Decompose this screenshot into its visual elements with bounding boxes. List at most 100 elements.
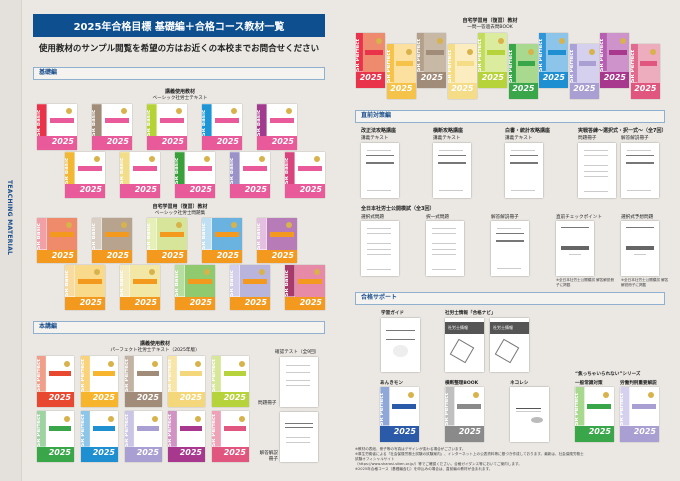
cover-spine-logo: SR Perfect xyxy=(125,411,134,447)
test-problem-doc xyxy=(280,357,318,407)
cover-year-band: 2025 xyxy=(285,184,325,198)
guide-doc xyxy=(381,318,420,372)
cover-year-band: 2025 xyxy=(147,249,187,263)
cover-seal-icon xyxy=(121,108,128,115)
page-subtitle: 使用教材のサンプル閲覧を希望の方はお近くの本校までお問合せください xyxy=(38,44,320,54)
cover-spine-logo: SR Perfect xyxy=(386,44,394,83)
cover-seal-icon xyxy=(314,156,321,163)
cover-year-band: 2025 xyxy=(508,82,538,99)
cover-subject-tag xyxy=(587,403,611,409)
cover-subject-tag xyxy=(48,426,72,432)
cover-year-band: 2025 xyxy=(620,425,659,442)
section-support: 合格サポート xyxy=(355,292,665,305)
cover-seal-icon xyxy=(473,391,480,398)
cover-subject-tag xyxy=(395,60,414,66)
cover-seal-icon xyxy=(63,415,70,422)
cover-year-band: 2025 xyxy=(356,71,385,88)
cover-year-band: 2025 xyxy=(65,296,105,310)
cover-subject-tag xyxy=(297,278,322,284)
basic-group1-sub: ベーシック社労士テキスト xyxy=(152,96,208,101)
moshi-item: 解答解説冊子 xyxy=(491,215,519,220)
cover-year-band: 2025 xyxy=(120,296,160,310)
section-honko: 本講編 xyxy=(33,321,325,334)
document-thumbnail xyxy=(491,221,529,276)
cover-seal-icon xyxy=(436,37,443,44)
guide-label: 学習ガイド xyxy=(381,311,404,316)
cover-year-band: 2025 xyxy=(212,446,249,462)
cover-year-band: 2025 xyxy=(202,249,242,263)
cover-seal-icon xyxy=(66,222,73,229)
cover-subject-tag xyxy=(426,49,444,55)
cover-year-band: 2025 xyxy=(212,391,249,407)
ichimon-sub: 一問一答過去問BOOK xyxy=(467,25,513,30)
cover-subject-tag xyxy=(159,231,184,237)
document-thumbnail xyxy=(433,143,471,198)
cover-year-band: 2025 xyxy=(81,391,118,407)
document-thumbnail xyxy=(361,221,399,276)
cover-subject-tag xyxy=(92,371,116,377)
moshi-title: 全日本社労士公開模試（全3回） xyxy=(361,206,435,212)
cover-spine-logo: SR Basic xyxy=(120,152,130,185)
navi-cover-title: 社労士情報 xyxy=(445,322,484,335)
cover-subject-tag xyxy=(548,49,566,55)
cover-seal-icon xyxy=(528,48,535,55)
cover-spine-logo: SR Perfect xyxy=(81,411,90,447)
ippan-label: 一般常識対策 xyxy=(575,381,603,386)
cover-seal-icon xyxy=(259,156,266,163)
document-thumbnail xyxy=(621,143,659,198)
cover-subject-tag xyxy=(632,403,656,409)
cover-spine-logo: SR Basic xyxy=(202,104,212,137)
cover-year-band: 2025 xyxy=(285,296,325,310)
cover-subject-tag xyxy=(49,117,74,123)
cover-seal-icon xyxy=(497,37,504,44)
cover-spine-logo: SR Perfect xyxy=(539,33,546,72)
nekoreshi-doc xyxy=(510,387,549,442)
test-answer-label: 解答解説冊子 xyxy=(259,451,278,462)
footnote: ※教材の表紙、冊子等の写真はデザインが変わる場合がございます。 xyxy=(355,447,466,451)
cover-year-band: 2025 xyxy=(230,184,270,198)
cover-spine-logo: SR Basic xyxy=(65,265,75,297)
cover-seal-icon xyxy=(66,108,73,115)
cover-year-band: 2025 xyxy=(147,136,187,150)
cover-spine-logo: SR Perfect xyxy=(37,356,46,392)
cover-spine-logo: SR Perfect xyxy=(37,411,46,447)
cover-seal-icon xyxy=(314,269,321,276)
course-title: 横断攻略講座 xyxy=(433,128,464,134)
cover-subject-tag xyxy=(92,426,116,432)
test-label: 確認テスト（全9回） xyxy=(275,350,320,355)
footnotes: ※教材の表紙、冊子等の写真はデザインが変わる場合がございます。 ※厚生労働省によ… xyxy=(355,447,585,472)
cover-spine-logo: SR Basic xyxy=(175,265,185,297)
cover-subject-tag xyxy=(179,426,203,432)
cover-seal-icon xyxy=(238,415,245,422)
cover-subject-tag xyxy=(187,278,212,284)
cover-spine-logo: SR Perfect xyxy=(478,33,485,72)
cover-year-band: 2025 xyxy=(37,136,77,150)
moshi-item: 択一式問題 xyxy=(426,215,449,220)
cover-subject-tag xyxy=(136,426,160,432)
course-title: 白書・統計攻略講座 xyxy=(505,128,551,134)
cover-subject-tag xyxy=(242,165,267,171)
cover-year-band: 2025 xyxy=(569,82,599,99)
cover-year-band: 2025 xyxy=(575,425,614,442)
cover-subject-tag xyxy=(456,60,475,66)
cover-spine-logo: SR Basic xyxy=(92,218,102,250)
cover-spine-logo: SR Basic xyxy=(285,152,295,185)
cover-year-band: 2025 xyxy=(168,391,205,407)
cover-spine-logo: SR Basic xyxy=(92,104,102,137)
